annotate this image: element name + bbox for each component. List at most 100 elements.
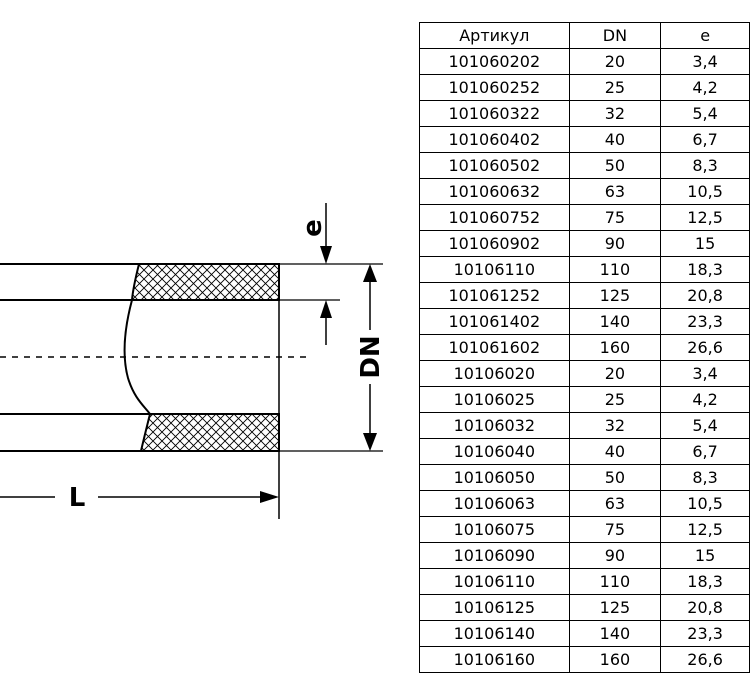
dn-cell: 50 [568,152,662,179]
article-cell: 101060902 [419,230,570,257]
dn-cell: 160 [568,646,662,673]
e-cell: 15 [660,542,750,569]
dn-cell: 75 [568,516,662,543]
article-cell: 10106025 [419,386,570,413]
wall-section-bottom [139,413,280,452]
dn-cell: 110 [568,568,662,595]
dn-cell: 125 [568,594,662,621]
e-cell: 18,3 [660,568,750,595]
header-article: Артикул [419,22,570,49]
header-e: e [660,22,750,49]
e-cell: 3,4 [660,360,750,387]
article-cell: 10106075 [419,516,570,543]
dn-cell: 32 [568,412,662,439]
dn-cell: 25 [568,74,662,101]
article-cell: 10106125 [419,594,570,621]
article-cell: 101061402 [419,308,570,335]
article-cell: 101061252 [419,282,570,309]
article-cell: 10106020 [419,360,570,387]
dn-cell: 20 [568,48,662,75]
article-cell: 101060752 [419,204,570,231]
e-cell: 4,2 [660,386,750,413]
e-cell: 20,8 [660,282,750,309]
dn-arrow-up [363,264,377,282]
dn-label: DN [356,335,386,378]
table-header-row: Артикул DN e [419,22,750,49]
dn-cell: 140 [568,308,662,335]
article-cell: 10106110 [419,256,570,283]
article-cell: 10106040 [419,438,570,465]
e-cell: 6,7 [660,438,750,465]
article-cell: 10106063 [419,490,570,517]
article-cell: 10106090 [419,542,570,569]
dn-cell: 40 [568,438,662,465]
article-cell: 101060502 [419,152,570,179]
dn-cell: 90 [568,542,662,569]
e-cell: 10,5 [660,178,750,205]
dn-cell: 63 [568,490,662,517]
dn-cell: 110 [568,256,662,283]
e-cell: 8,3 [660,152,750,179]
e-cell: 4,2 [660,74,750,101]
article-cell: 101060202 [419,48,570,75]
article-cell: 10106110 [419,568,570,595]
e-cell: 18,3 [660,256,750,283]
article-cell: 10106050 [419,464,570,491]
dn-cell: 140 [568,620,662,647]
l-arrow-right [260,491,279,503]
e-cell: 3,4 [660,48,750,75]
e-cell: 26,6 [660,646,750,673]
e-cell: 5,4 [660,412,750,439]
e-cell: 20,8 [660,594,750,621]
dn-cell: 25 [568,386,662,413]
e-cell: 12,5 [660,204,750,231]
article-cell: 101061602 [419,334,570,361]
header-dn: DN [568,22,662,49]
pipe-drawing: e DN L [0,203,386,519]
dn-cell: 32 [568,100,662,127]
e-label: e [298,219,328,237]
article-cell: 10106032 [419,412,570,439]
e-cell: 10,5 [660,490,750,517]
e-cell: 12,5 [660,516,750,543]
article-cell: 101060322 [419,100,570,127]
break-line [123,299,151,415]
e-cell: 15 [660,230,750,257]
article-cell: 101060252 [419,74,570,101]
dn-cell: 63 [568,178,662,205]
dn-cell: 125 [568,282,662,309]
e-cell: 6,7 [660,126,750,153]
article-cell: 10106160 [419,646,570,673]
dn-cell: 90 [568,230,662,257]
e-arrow-up [320,300,332,318]
e-cell: 23,3 [660,620,750,647]
article-cell: 10106140 [419,620,570,647]
e-cell: 8,3 [660,464,750,491]
wall-section-top [130,263,280,301]
dn-cell: 20 [568,360,662,387]
